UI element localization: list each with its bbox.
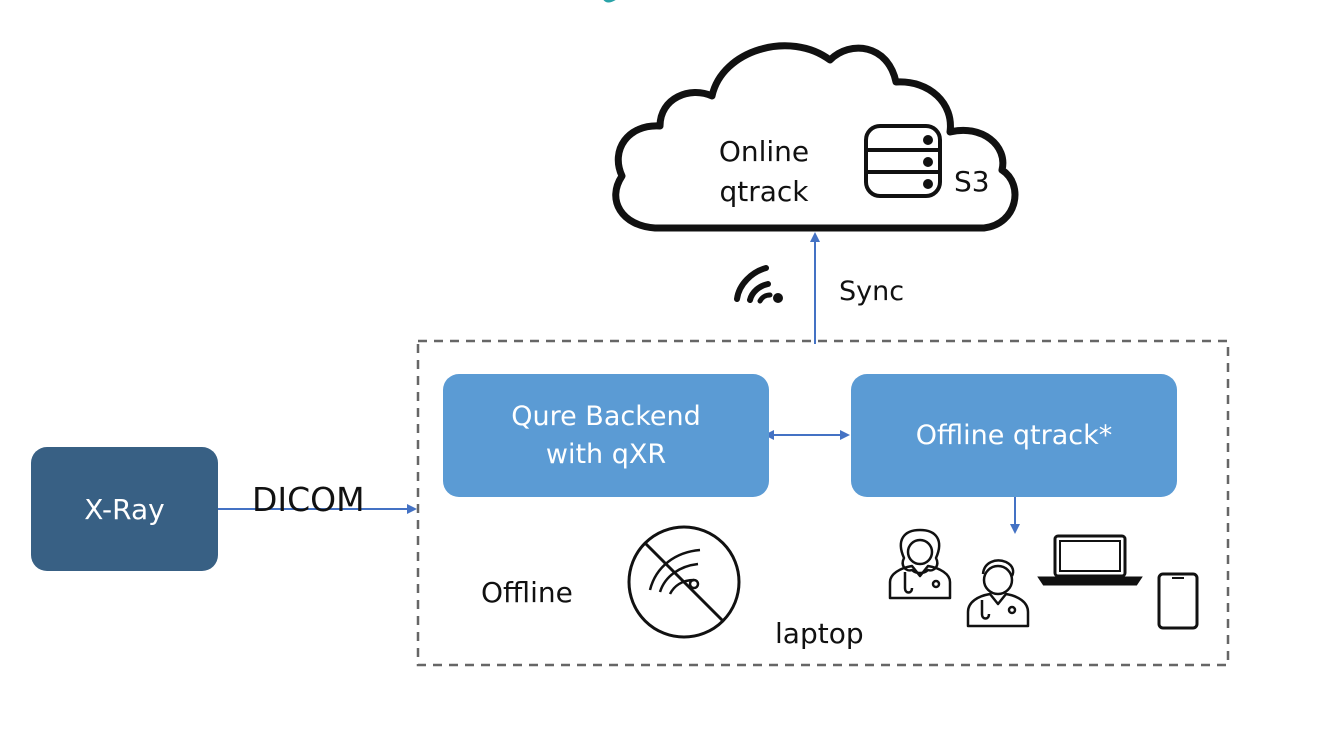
cloud-label: Online qtrack bbox=[712, 132, 816, 212]
xray-box: X-Ray bbox=[31, 447, 218, 571]
cloud-label-line1: Online bbox=[718, 135, 810, 168]
male-doctor-icon bbox=[966, 559, 1030, 628]
cropped-title-fragment bbox=[603, 0, 616, 3]
laptop-zone-border bbox=[416, 339, 1230, 667]
xray-label: X-Ray bbox=[84, 492, 165, 526]
laptop-icon bbox=[1037, 534, 1143, 586]
backend-box: Qure Backend with qXR bbox=[443, 374, 769, 497]
backend-label-line2: with qXR bbox=[545, 438, 667, 470]
wifi-signal-icon bbox=[734, 265, 783, 304]
database-icon bbox=[864, 124, 942, 198]
smartphone-icon bbox=[1157, 572, 1199, 630]
cloud-label-line2: qtrack bbox=[719, 175, 809, 208]
dicom-label: DICOM bbox=[252, 480, 365, 519]
backend-label-line1: Qure Backend bbox=[511, 400, 701, 432]
offline-label: Offline bbox=[481, 576, 573, 609]
offline-qtrack-label: Offline qtrack* bbox=[915, 420, 1113, 451]
sync-label: Sync bbox=[839, 276, 905, 307]
s3-label: S3 bbox=[954, 165, 990, 198]
offline-qtrack-box: Offline qtrack* bbox=[851, 374, 1177, 497]
no-wifi-icon bbox=[627, 525, 741, 639]
female-doctor-icon bbox=[888, 528, 952, 600]
laptop-label: laptop bbox=[775, 617, 864, 650]
